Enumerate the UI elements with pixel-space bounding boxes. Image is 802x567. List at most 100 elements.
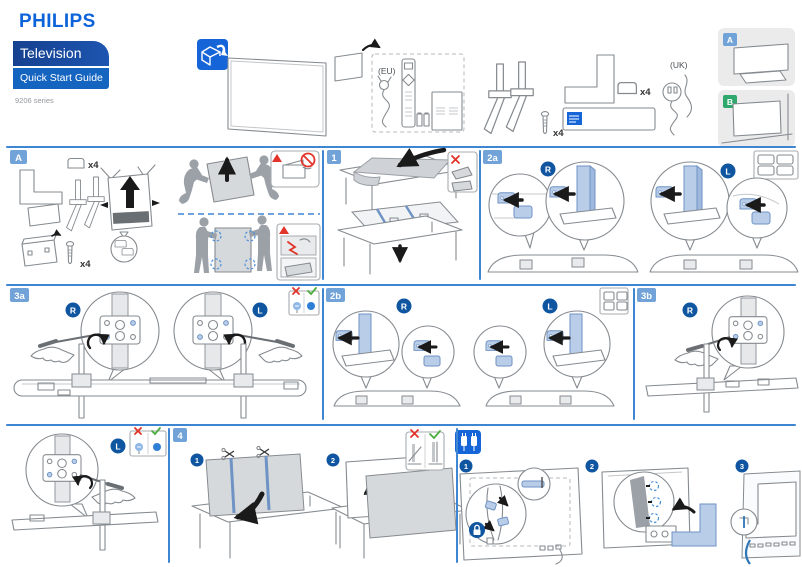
step-a-badge: A bbox=[15, 153, 22, 164]
substep-2-marker bbox=[585, 459, 599, 473]
section-step-4: 4 1 2 bbox=[173, 428, 469, 559]
row-assembly: A x4 bbox=[10, 147, 799, 281]
left-marker-label: L bbox=[725, 167, 730, 177]
stand-sketch bbox=[84, 176, 105, 229]
eu-plug-label: (EU) bbox=[378, 66, 396, 76]
substep-1-label: 1 bbox=[195, 456, 199, 465]
cable-exit-detail bbox=[730, 470, 801, 565]
cross-icon bbox=[451, 155, 460, 164]
left-marker bbox=[252, 302, 268, 318]
substep-3-label: 3 bbox=[740, 462, 744, 471]
right-marker bbox=[682, 302, 698, 318]
warning-box-surface bbox=[447, 151, 478, 193]
scissors-icon bbox=[256, 445, 270, 459]
orientation-warning-box bbox=[405, 429, 445, 471]
right-marker-label: R bbox=[401, 302, 407, 312]
option-a-panel: A bbox=[718, 28, 795, 86]
clips-count-label: x4 bbox=[640, 87, 651, 98]
divider-vertical bbox=[322, 150, 324, 280]
left-screwing-detail bbox=[173, 291, 303, 383]
warning-triangle-icon bbox=[272, 154, 282, 162]
row-finish: L bbox=[11, 427, 801, 565]
doc-title-bar: Quick Start Guide bbox=[13, 68, 109, 89]
tv-with-stand bbox=[645, 343, 799, 413]
step-4-badge: 4 bbox=[177, 431, 183, 442]
screw-flush-warning-box bbox=[129, 427, 167, 457]
row-screws: 3a R L bbox=[10, 287, 799, 419]
divider-vertical bbox=[633, 288, 635, 420]
left-marker-label: L bbox=[257, 306, 262, 316]
remove-wrap-scene bbox=[331, 455, 469, 559]
divider-vertical bbox=[479, 150, 481, 280]
cable-line bbox=[744, 539, 751, 565]
clips-reference-box bbox=[599, 287, 629, 315]
section-step-3b: 3b R bbox=[637, 288, 799, 413]
divider-vertical bbox=[322, 288, 324, 420]
divider-vertical bbox=[456, 428, 458, 563]
section-step-3a: 3a R L bbox=[10, 287, 320, 419]
substep-1-marker bbox=[190, 453, 204, 467]
screws-item: x4 bbox=[540, 111, 564, 139]
brand-card: PHILIPS Television Quick Start Guide 920… bbox=[13, 3, 109, 105]
step-3a-badge: 3a bbox=[14, 291, 25, 302]
cross-icon bbox=[292, 287, 300, 295]
left-marker bbox=[720, 163, 736, 179]
substep-2-label: 2 bbox=[331, 456, 335, 465]
wall-bracket-icon bbox=[564, 54, 615, 104]
right-marker bbox=[65, 302, 81, 318]
divider-row3 bbox=[6, 424, 796, 426]
section-a: A x4 bbox=[10, 150, 160, 270]
divider-row2 bbox=[6, 284, 796, 286]
section-step-2a: 2a R L bbox=[483, 150, 799, 273]
clip-sketch bbox=[67, 157, 85, 169]
screw-flush-warning-box bbox=[288, 287, 320, 316]
tv-with-stands bbox=[13, 343, 307, 419]
accessory-long-box bbox=[562, 107, 656, 131]
left-detail bbox=[473, 310, 615, 407]
step-a-screws-count: x4 bbox=[80, 259, 91, 270]
right-marker-label: R bbox=[545, 165, 551, 175]
section-carrying bbox=[178, 150, 321, 281]
warning-box-lift bbox=[270, 150, 320, 188]
step-2a-badge: 2a bbox=[487, 153, 498, 164]
cable-routing-detail bbox=[459, 467, 583, 565]
box-sketch bbox=[27, 203, 61, 227]
left-screwing-detail bbox=[25, 433, 136, 519]
step-1-badge: 1 bbox=[331, 153, 337, 164]
step-a-clips-count: x4 bbox=[88, 160, 99, 171]
tv-stands-pair bbox=[483, 61, 534, 135]
left-marker-label: L bbox=[547, 302, 552, 312]
cable-cover-piece bbox=[671, 503, 717, 547]
tv-carton-lift bbox=[100, 164, 160, 263]
right-marker-label: R bbox=[70, 306, 76, 316]
right-detail bbox=[332, 310, 461, 407]
cross-icon bbox=[134, 427, 142, 435]
left-marker-label: L bbox=[115, 442, 120, 452]
step-3b-badge: 3b bbox=[641, 291, 652, 302]
product-title-bar: Television bbox=[13, 41, 109, 66]
stand-sketch bbox=[66, 179, 87, 232]
substep-2-label: 2 bbox=[590, 462, 594, 471]
clips-reference-box bbox=[753, 150, 799, 180]
right-screwing-detail bbox=[30, 291, 160, 383]
accessory-pouch bbox=[334, 38, 381, 82]
substep-1-label: 1 bbox=[464, 462, 468, 471]
eu-power-cord-icon bbox=[377, 75, 392, 128]
warning-box-carry bbox=[276, 223, 321, 281]
unbox-icon bbox=[197, 39, 228, 70]
right-marker-label: R bbox=[687, 306, 693, 316]
manual-booklet-icon bbox=[431, 91, 463, 131]
check-icon bbox=[429, 430, 441, 440]
uk-plug-label: (UK) bbox=[670, 60, 688, 70]
tv-panel-illustration bbox=[227, 57, 327, 137]
tv-face-down-on-table bbox=[337, 201, 463, 275]
cross-icon bbox=[410, 429, 419, 438]
batteries-icon bbox=[416, 112, 430, 127]
right-screwing-detail bbox=[674, 295, 785, 381]
right-detail bbox=[487, 161, 639, 273]
tv-with-stand bbox=[11, 479, 159, 551]
check-icon bbox=[307, 287, 317, 296]
header-art: (EU) bbox=[197, 28, 795, 147]
substep-3-marker bbox=[735, 459, 749, 473]
left-detail bbox=[649, 161, 799, 273]
